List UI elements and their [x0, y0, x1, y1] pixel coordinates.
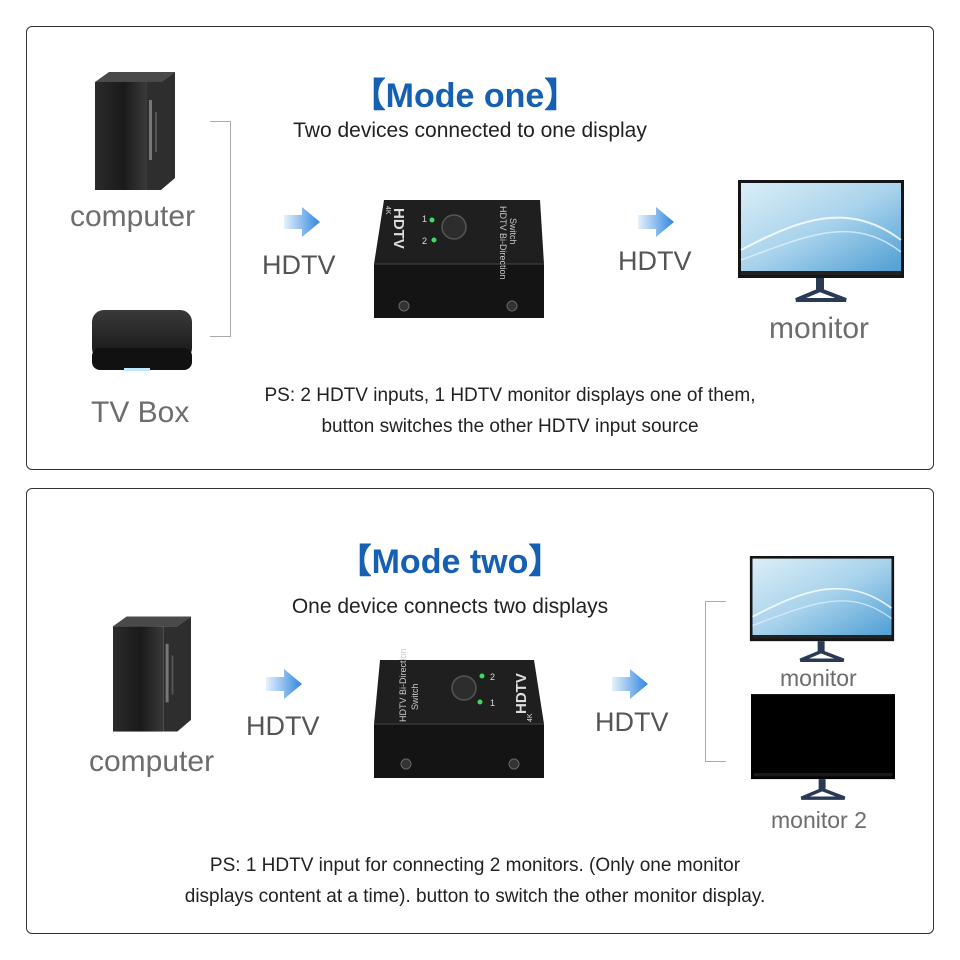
tv-box-label: TV Box — [91, 396, 190, 429]
mode-two-ps-line2: displays content at a time). button to s… — [184, 886, 766, 907]
computer-tower-icon — [113, 614, 191, 736]
port-1-text: 1 — [422, 214, 427, 224]
input-signal-label: HDTV — [262, 250, 336, 280]
output-bracket — [705, 601, 726, 762]
right-arrow-icon — [266, 669, 302, 699]
mode-one-ps-line1: PS: 2 HDTV inputs, 1 HDTV monitor displa… — [264, 385, 756, 406]
monitor-2-icon — [751, 694, 895, 800]
switch-name2-text: Switch — [508, 218, 518, 245]
switch-name2-text: Switch — [410, 683, 420, 710]
computer-label: computer — [89, 745, 215, 778]
switch-name-text: HDTV Bi-Direction — [498, 206, 508, 280]
switch-name-text: HDTV Bi-Direction — [398, 648, 408, 722]
mode-two-ps-line1: PS: 1 HDTV input for connecting 2 monito… — [209, 855, 741, 876]
monitor-icon — [738, 180, 904, 302]
right-arrow-icon — [638, 207, 674, 237]
output-signal-label: HDTV — [595, 707, 669, 737]
mode-two-title: 【Mode two】 — [337, 543, 563, 581]
monitor-2-label: monitor 2 — [771, 807, 867, 833]
hdtv-switch-device: HDTV HDTV Bi-Direction Switch 2 1 4K — [372, 648, 548, 782]
output-signal-label: HDTV — [618, 246, 692, 276]
input-signal-label: HDTV — [246, 711, 320, 741]
hdtv-switch-device: HDTV HDTV Bi-Direction Switch 1 2 4K — [372, 198, 548, 322]
port-2-text: 2 — [422, 236, 427, 246]
computer-tower-icon — [95, 72, 175, 192]
computer-label: computer — [70, 200, 196, 233]
tv-box-icon — [90, 310, 195, 378]
input-bracket — [210, 121, 231, 337]
mode-two-subtitle: One device connects two displays — [291, 595, 609, 618]
right-arrow-icon — [284, 207, 320, 237]
mode-one-subtitle: Two devices connected to one display — [293, 119, 647, 142]
monitor-icon — [749, 556, 895, 662]
monitor-1-label: monitor — [780, 665, 857, 691]
mode-one-ps-line2: button switches the other HDTV input sou… — [321, 416, 699, 437]
badge-text: 4K — [527, 713, 534, 722]
switch-brand-text: HDTV — [513, 673, 530, 714]
right-arrow-icon — [612, 669, 648, 699]
mode-one-title: 【Mode one】 — [351, 77, 579, 115]
switch-brand-text: HDTV — [390, 208, 407, 249]
port-1-text: 1 — [490, 698, 495, 708]
badge-text: 4K — [384, 206, 391, 215]
monitor-label: monitor — [769, 312, 870, 345]
port-2-text: 2 — [490, 672, 495, 682]
